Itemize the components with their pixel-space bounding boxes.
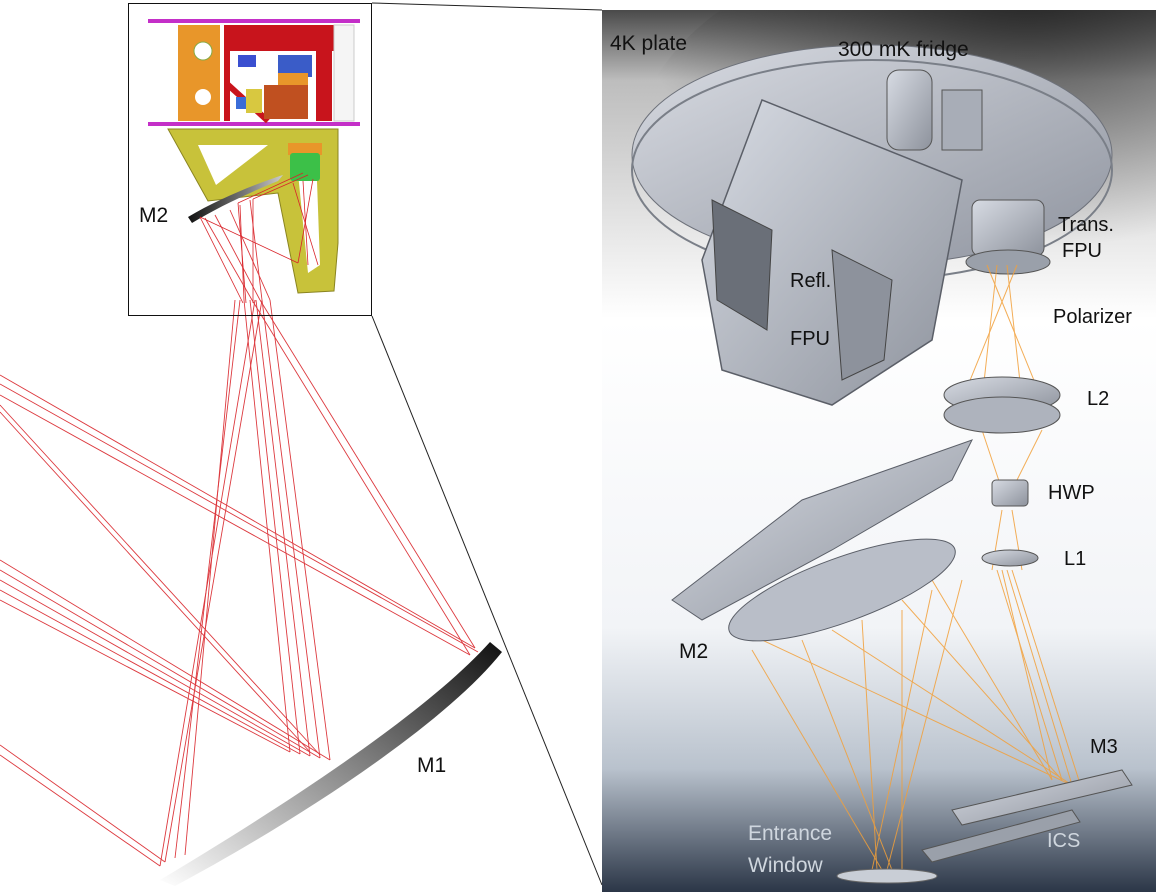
label-l1: L1 xyxy=(1064,548,1087,570)
label-ics: ICS xyxy=(1047,830,1081,852)
zoom-line-bottom xyxy=(371,315,603,886)
label-polarizer: Polarizer xyxy=(1053,306,1132,328)
zoom-line-top xyxy=(371,2,603,11)
label-entrance-2: Window xyxy=(748,854,823,877)
cad-drawing xyxy=(602,10,1156,892)
label-l2: L2 xyxy=(1087,388,1110,410)
label-refl-fpu-1: Refl. xyxy=(790,270,832,292)
label-entrance-1: Entrance xyxy=(748,822,833,845)
label-trans-fpu-2: FPU xyxy=(1062,240,1102,262)
cad-render-panel: 4K plate 300 mK fridge Trans. FPU Refl. … xyxy=(602,10,1156,892)
label-trans-fpu-1: Trans. xyxy=(1058,214,1114,236)
orange-rays xyxy=(751,264,1083,871)
label-4k-plate: 4K plate xyxy=(610,32,688,55)
label-m2-inset: M2 xyxy=(139,204,169,227)
m1-mirror xyxy=(160,642,502,886)
entrance-window xyxy=(836,868,938,884)
m2-assembly xyxy=(671,439,974,621)
red-rays xyxy=(0,199,479,867)
label-fridge: 300 mK fridge xyxy=(838,38,969,61)
hwp-shape xyxy=(991,479,1029,507)
l1-lens xyxy=(981,549,1039,567)
m3-ics-assembly xyxy=(951,769,1133,826)
label-m2-right: M2 xyxy=(679,640,709,663)
label-m3: M3 xyxy=(1090,736,1118,758)
label-hwp: HWP xyxy=(1048,482,1095,504)
label-refl-fpu-2: FPU xyxy=(790,328,830,350)
label-m1: M1 xyxy=(417,754,447,777)
inset-drawing xyxy=(148,19,360,304)
inset-box: M2 xyxy=(128,3,372,316)
